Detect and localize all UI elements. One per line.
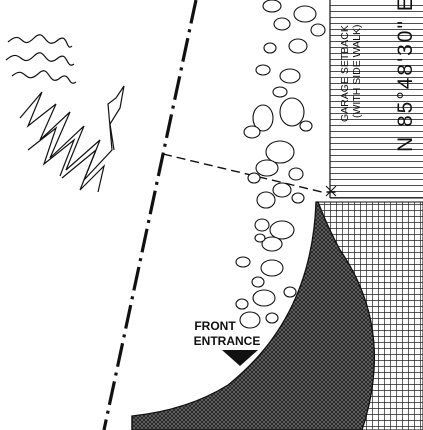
garage-setback-label-line1: GARAGE SETBACK (339, 25, 351, 122)
bearing-label: N 85°48'30" E (394, 0, 417, 152)
bearing-text: N 85°48'30" E (394, 0, 417, 152)
front-entrance-arrow-icon (222, 350, 258, 366)
garage-setback-label-line2: (WITH SIDE WALK) (351, 24, 363, 118)
property-line (102, 0, 198, 430)
front-entrance-label-line1: FRONT (194, 319, 236, 333)
curved-entrance-walkway (131, 201, 375, 430)
stone-landscape-pattern (235, 0, 326, 329)
garage-setback-area (329, 0, 423, 199)
setback-line (162, 153, 338, 193)
tree-symbol (5, 34, 125, 193)
garage-setback-label: GARAGE SETBACK (WITH SIDE WALK) (339, 24, 363, 122)
dimension-tick (325, 185, 337, 197)
front-entrance-label-line2: ENTRANCE (194, 334, 261, 348)
